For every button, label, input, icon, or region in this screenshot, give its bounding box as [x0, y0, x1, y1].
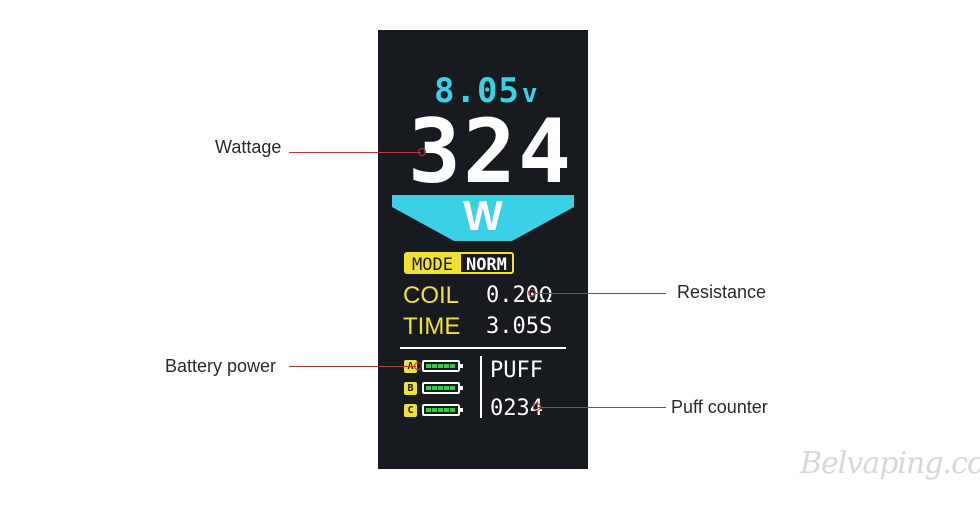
- battery-c-icon: [422, 404, 463, 416]
- wattage-unit: W: [463, 192, 503, 239]
- puff-label: PUFF: [490, 358, 543, 383]
- leader-dot-resistance: [528, 289, 536, 297]
- voltage-readout: 8.05v: [434, 74, 539, 108]
- wattage-readout: 324: [408, 100, 573, 203]
- battery-b-tag: B: [404, 382, 417, 395]
- mode-label: MODE: [404, 252, 461, 275]
- leader-dot-battery-power: [414, 362, 422, 370]
- puff-value: 0234: [490, 396, 543, 421]
- battery-c-level: [426, 408, 456, 412]
- battery-a-icon: [422, 360, 463, 372]
- leader-dot-puff-counter: [533, 403, 541, 411]
- wattage-unit-banner: [392, 195, 574, 241]
- mode-indicator: MODE NORM: [404, 252, 514, 275]
- watermark-logo: Belvaping.com: [800, 446, 980, 481]
- battery-b-level: [426, 386, 456, 390]
- battery-c-tag: C: [404, 404, 417, 417]
- vertical-divider: [480, 356, 482, 418]
- leader-puff-counter: [538, 407, 666, 408]
- mode-value: NORM: [460, 252, 514, 275]
- time-label: TIME: [403, 313, 461, 340]
- callout-resistance: Resistance: [677, 282, 767, 302]
- leader-dot-wattage: [418, 148, 426, 156]
- device-screen: 8.05v 324 W MODE NORM COIL 0.20Ω TIME 3.…: [378, 30, 588, 469]
- leader-wattage: [289, 152, 421, 153]
- leader-battery-power: [289, 366, 416, 367]
- time-value: 3.05S: [486, 314, 553, 339]
- voltage-value: 8.05: [434, 71, 520, 111]
- callout-wattage: Wattage: [215, 137, 282, 157]
- callout-battery-power: Battery power: [165, 356, 277, 376]
- horizontal-divider: [400, 347, 566, 349]
- voltage-unit: v: [521, 79, 539, 109]
- coil-value: 0.20Ω: [486, 283, 553, 308]
- callout-puff-counter: Puff counter: [671, 397, 768, 417]
- leader-resistance: [533, 293, 666, 294]
- battery-a-level: [426, 364, 456, 368]
- battery-b-icon: [422, 382, 463, 394]
- coil-label: COIL: [403, 282, 460, 309]
